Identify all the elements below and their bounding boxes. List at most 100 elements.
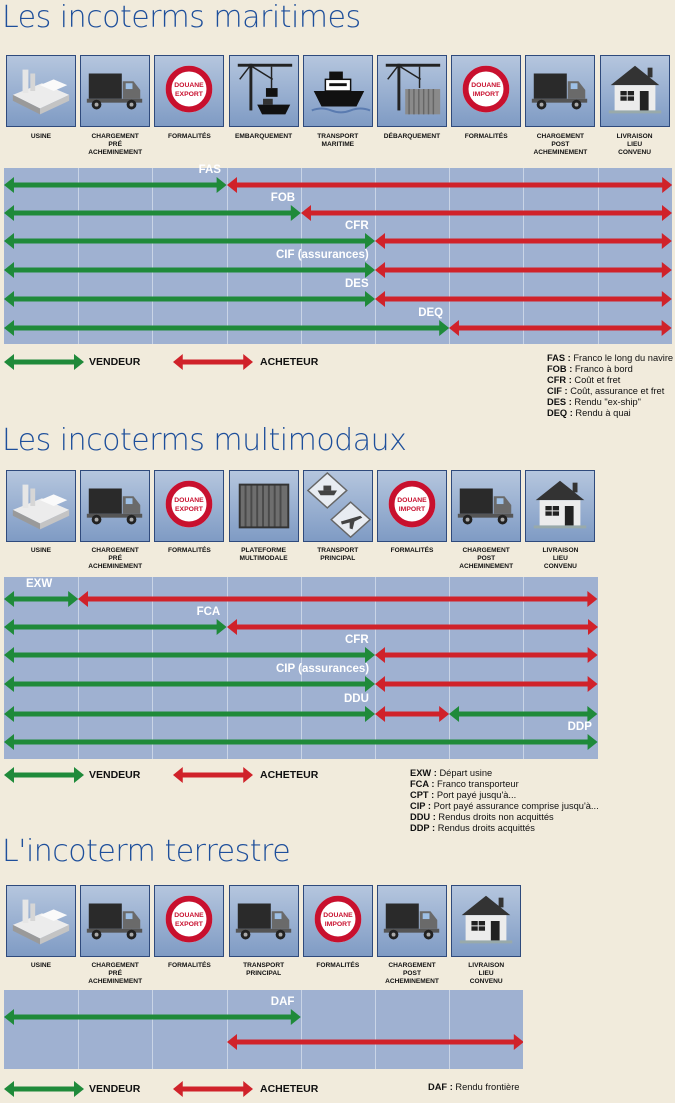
- column-divider: [152, 990, 154, 1069]
- column-label: FORMALITÉS: [390, 547, 434, 554]
- glossary-abbr: DDP :: [410, 823, 436, 833]
- sign-text-line-2: EXPORT: [175, 921, 204, 928]
- column-divider: [300, 577, 302, 759]
- column-label: USINE: [30, 962, 52, 969]
- house-icon: [599, 55, 670, 127]
- incoterm-code: CIP (assurances): [276, 663, 370, 675]
- glossary-text: Départ usine: [436, 768, 493, 778]
- column-divider: [78, 577, 80, 759]
- buyer-arrow: [226, 1034, 524, 1050]
- glossary-abbr: CIP :: [410, 801, 432, 811]
- column-divider: [300, 168, 302, 344]
- glossary-abbr: CPT :: [410, 790, 435, 800]
- legend-buyer-arrow: [173, 354, 253, 370]
- responsibility-band: [4, 990, 524, 1069]
- glossary-abbr: DAF :: [428, 1082, 453, 1092]
- truck-icon: [80, 470, 151, 542]
- glossary-text: Rendu à quai: [572, 408, 631, 418]
- house-icon: [451, 885, 522, 957]
- column-divider: [226, 168, 228, 344]
- column-divider: [152, 168, 154, 344]
- glossary-text: Port payé assurance comprise jusqu'à...: [431, 801, 599, 811]
- column-divider: [226, 990, 228, 1069]
- column-label: FORMALITÉS: [167, 133, 211, 140]
- glossary-text: Franco transporteur: [434, 779, 519, 789]
- sign-text-line-2: IMPORT: [399, 506, 426, 513]
- section-title: Les incoterms multimodaux: [2, 423, 407, 458]
- column-label: USINE: [30, 133, 52, 140]
- sign-text-line-2: IMPORT: [325, 921, 352, 928]
- buyer-arrow: [226, 177, 672, 193]
- incoterm-code: DDU: [344, 693, 369, 705]
- column-divider: [523, 168, 525, 344]
- sign-text-line-1: DOUANE: [471, 82, 501, 89]
- incoterm-code: EXW: [26, 578, 53, 590]
- section-title: Les incoterms maritimes: [2, 0, 361, 35]
- truck-icon: [377, 885, 447, 957]
- column-divider: [78, 168, 80, 344]
- seller-arrow: [4, 706, 375, 722]
- column-divider: [375, 168, 376, 344]
- column-label: FORMALITÉS: [167, 962, 211, 969]
- legend-buyer-label: ACHETEUR: [260, 1083, 319, 1095]
- incoterm-code: CFR: [345, 634, 369, 646]
- column-label: EMBARQUEMENT: [235, 133, 293, 140]
- column-divider: [375, 577, 376, 759]
- glossary-text: Rendu "ex-ship": [571, 397, 641, 407]
- buyer-arrow: [375, 233, 672, 249]
- seller-arrow: [4, 320, 450, 336]
- column-divider: [597, 168, 599, 344]
- legend-seller-arrow: [4, 767, 84, 783]
- seller-arrow: [4, 1009, 301, 1025]
- legend-seller-label: VENDEUR: [89, 356, 141, 368]
- truck-icon: [80, 885, 151, 957]
- seller-arrow: [4, 676, 375, 692]
- incoterm-code: DES: [345, 278, 369, 290]
- sign-text-line-2: EXPORT: [175, 91, 204, 98]
- column-divider: [449, 168, 451, 344]
- sign-text-line-1: DOUANE: [175, 912, 205, 919]
- buyer-arrow: [226, 619, 598, 635]
- glossary: DAF : Rendu frontière: [428, 1082, 519, 1093]
- incoterm-code: FCA: [196, 606, 221, 618]
- glossary-abbr: DES :: [547, 397, 572, 407]
- factory-icon: [6, 470, 76, 542]
- glossary-abbr: CFR :: [547, 375, 572, 385]
- incoterm-code: DEQ: [418, 307, 444, 319]
- incoterm-code: DAF: [270, 996, 295, 1008]
- glossary-entry: DDU : Rendus droits non acquittés: [410, 812, 599, 823]
- glossary-entry: DEQ : Rendu à quai: [547, 408, 673, 419]
- column-divider: [78, 990, 80, 1069]
- glossary-entry: DAF : Rendu frontière: [428, 1082, 519, 1093]
- container-icon: [228, 470, 299, 542]
- seller-arrow: [4, 233, 375, 249]
- column-divider: [449, 577, 451, 759]
- buyer-arrow: [375, 676, 598, 692]
- legend-buyer-label: ACHETEUR: [260, 356, 319, 368]
- responsibility-band: [4, 168, 672, 344]
- glossary-text: Franco le long du navire: [570, 353, 674, 363]
- glossary-entry: DES : Rendu "ex-ship": [547, 397, 673, 408]
- factory-icon: [6, 885, 76, 957]
- legend-seller-arrow: [4, 354, 84, 370]
- crane-loading-ship-icon: [228, 55, 299, 127]
- incoterm-code: DDP: [567, 721, 592, 733]
- legend-seller-arrow: [4, 1081, 84, 1097]
- glossary-text: Port payé jusqu'à...: [434, 790, 517, 800]
- seller-arrow: [4, 591, 79, 607]
- column-label: USINE: [30, 547, 52, 554]
- glossary-entry: DDP : Rendus droits acquittés: [410, 823, 599, 834]
- buyer-arrow: [300, 205, 672, 221]
- glossary-text: Rendu frontière: [452, 1082, 520, 1092]
- glossary-abbr: EXW :: [410, 768, 437, 778]
